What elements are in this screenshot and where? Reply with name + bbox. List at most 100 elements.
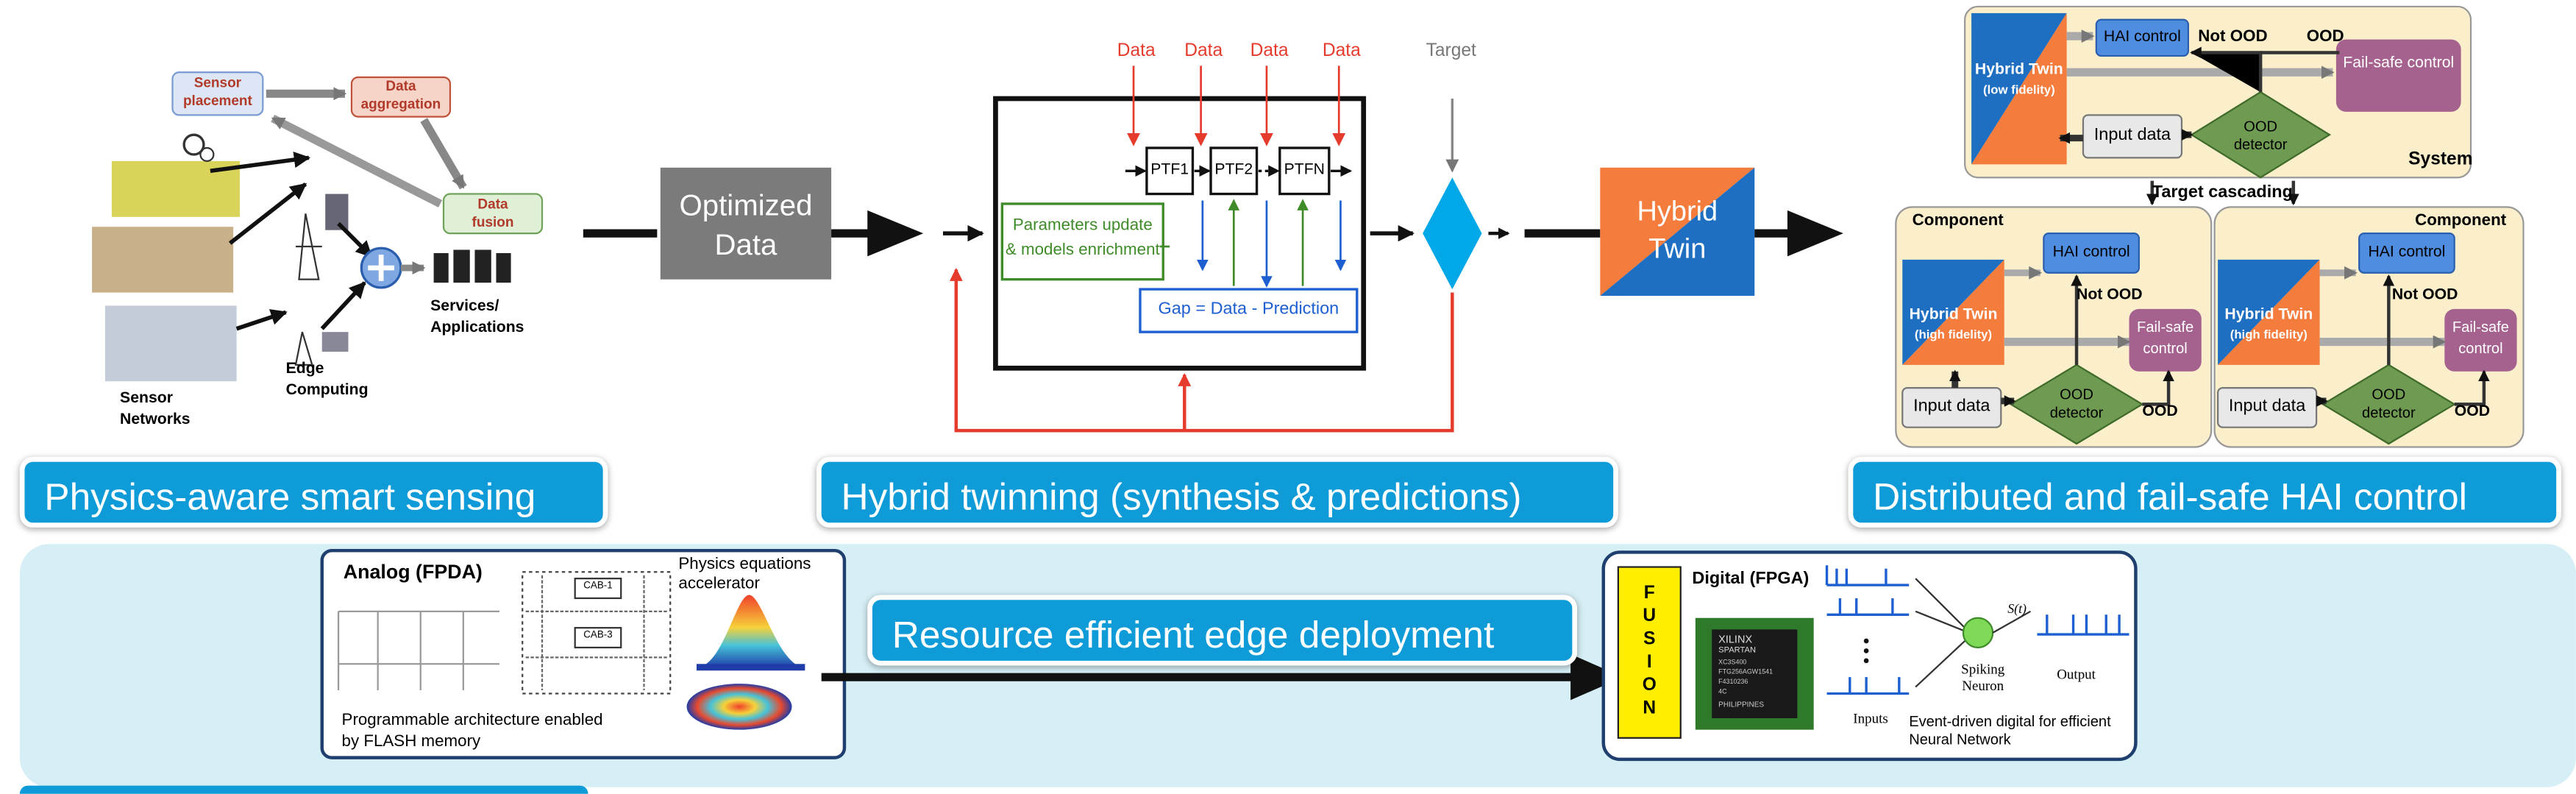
edge-arrowhead xyxy=(1570,653,1623,701)
ellipsis-dot xyxy=(1863,658,1869,664)
sensing-bar: Physics-aware smart sensing xyxy=(19,456,608,528)
not-ood-label: Not OOD xyxy=(2391,286,2458,305)
fusion-box xyxy=(1617,566,1682,739)
gap-box xyxy=(1139,288,1359,333)
failsafe-box xyxy=(2129,308,2202,372)
hai-control-label: HAI control xyxy=(2368,243,2446,262)
chip-text: XILINX xyxy=(1718,634,1753,646)
sensor-placement-label: Sensor placement xyxy=(182,74,252,109)
computer-icon xyxy=(321,332,349,352)
st-label: S(t) xyxy=(2007,601,2027,617)
cab3-block xyxy=(574,627,622,649)
sensor-placement-box xyxy=(171,71,264,116)
cab1-block xyxy=(574,578,622,600)
spiking-neuron-label: Spiking Neuron xyxy=(1961,660,2005,694)
ood-detector xyxy=(2190,91,2332,179)
next-bar-edge xyxy=(19,785,588,794)
ellipsis-dot xyxy=(1863,648,1869,653)
feedback-loop xyxy=(949,268,1454,433)
cab-grid xyxy=(525,575,667,691)
fusion-letter: I xyxy=(1646,652,1652,673)
sensing-arrow xyxy=(210,151,311,174)
input-data-label: Input data xyxy=(1913,396,1990,417)
ptf2-box xyxy=(1209,146,1259,196)
high-fidelity-label: (high fidelity) xyxy=(2230,327,2308,342)
synapse-line xyxy=(1915,578,1965,688)
analog-title: Analog (FPDA) xyxy=(343,560,483,584)
cab3-label: CAB-3 xyxy=(583,631,613,642)
hybrid-panel xyxy=(949,65,1510,433)
failsafe-label: Fail-safe control xyxy=(2137,319,2194,357)
gap-label: Gap = Data - Prediction xyxy=(1158,299,1339,319)
sensing-panel xyxy=(92,71,544,382)
hybrid-twin-title: Hybrid Twin xyxy=(2224,305,2313,324)
ptf1-box xyxy=(1145,146,1195,196)
sensor-networks-label: Sensor Networks xyxy=(120,389,191,429)
chip-text: SPARTAN xyxy=(1718,645,1757,656)
output-label: Output xyxy=(2057,665,2096,682)
sensing-arrow xyxy=(228,182,307,245)
synapse-line xyxy=(1992,610,2032,634)
fusion-letter: U xyxy=(1643,606,1657,626)
hybrid-twin-title: Hybrid Twin xyxy=(1974,60,2063,79)
sensing-arrow xyxy=(320,281,366,330)
hybrid-twin-label: Hybrid Twin xyxy=(1637,195,1718,265)
hybrid-twin-title: Hybrid Twin xyxy=(1909,305,1998,324)
inputs-label: Inputs xyxy=(1853,709,1888,727)
control-arrow xyxy=(2142,369,2174,406)
programmable-label: Programmable architecture enabled by FLA… xyxy=(341,712,603,751)
data-label-2: Data xyxy=(1184,40,1223,61)
optimized-data-box xyxy=(660,167,832,280)
input-data-label: Input data xyxy=(2228,396,2306,417)
sensing-arrow xyxy=(235,309,288,331)
data-aggregation-label: Data aggregation xyxy=(360,77,441,112)
server-icon xyxy=(325,194,349,230)
output-spikes xyxy=(2037,614,2130,636)
ood-detector-label: OOD detector xyxy=(2049,386,2104,421)
not-ood-label: Not OOD xyxy=(2077,286,2143,305)
ellipsis-dot xyxy=(1863,638,1869,644)
hai-control-box xyxy=(2358,233,2455,274)
fusion-letter: S xyxy=(1643,629,1656,650)
analog-panel xyxy=(320,548,847,759)
fusion-letter: F xyxy=(1643,583,1655,603)
target-diamond xyxy=(1423,177,1482,290)
spiking-neuron xyxy=(1962,617,1994,649)
sensing-arrow xyxy=(271,114,443,208)
ood-label: OOD xyxy=(2454,403,2491,421)
target-label: Target xyxy=(1426,40,1476,61)
spike-train xyxy=(1826,598,1910,616)
circuit-schematic xyxy=(337,610,499,691)
hai-control-label: HAI control xyxy=(2052,243,2130,262)
spike-train xyxy=(1826,677,1910,695)
edge-bar: Resource efficient edge deployment xyxy=(867,595,1578,666)
server-icon xyxy=(496,252,511,283)
data-fusion-label: Data fusion xyxy=(472,195,514,230)
surface-plot xyxy=(696,664,805,671)
failsafe-box xyxy=(2444,308,2517,372)
input-data-box xyxy=(2216,386,2318,428)
failsafe-label: Fail-safe control xyxy=(2343,54,2455,73)
ood-detector-label: OOD detector xyxy=(2233,118,2288,153)
control-panel xyxy=(1895,5,2525,448)
parameters-box xyxy=(1000,202,1164,281)
ood-detector-label: OOD detector xyxy=(2362,386,2416,421)
digital-title: Digital (FPGA) xyxy=(1692,568,1810,589)
chip-text: PHILIPPINES xyxy=(1718,700,1765,709)
drone-icon xyxy=(182,133,205,156)
drone-icon xyxy=(199,146,215,162)
network-photo xyxy=(104,305,237,382)
server-icon xyxy=(474,249,491,283)
control-arrow xyxy=(2454,369,2490,406)
failsafe-label: Fail-safe control xyxy=(2452,319,2509,357)
hai-control-label: HAI control xyxy=(2103,27,2181,46)
chip-text: FTG256AGW1541 xyxy=(1718,667,1773,676)
ptf2-label: PTF2 xyxy=(1214,160,1253,180)
ood-detector xyxy=(2321,364,2456,445)
spike-train xyxy=(1825,565,1910,586)
flow-arrowhead xyxy=(867,210,924,257)
data-aggregation-box xyxy=(350,76,452,118)
input-data-label: Input data xyxy=(2093,124,2171,145)
ptfn-label: PTFN xyxy=(1284,160,1326,180)
